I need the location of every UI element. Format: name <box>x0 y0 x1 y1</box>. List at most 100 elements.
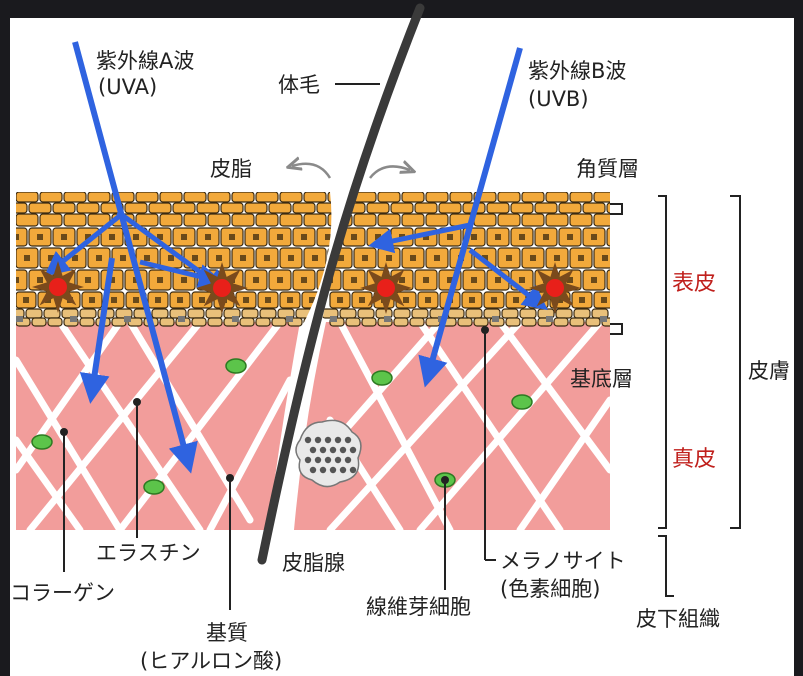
epidermis-cell <box>135 192 159 203</box>
epidermis-cell <box>465 308 483 319</box>
cell-nucleus <box>312 255 318 261</box>
cell-nucleus <box>288 255 294 261</box>
gland-cell <box>324 456 332 464</box>
cell-nucleus <box>519 277 525 283</box>
gland-cell <box>329 466 337 474</box>
epidermis-cell <box>582 202 606 214</box>
cell-nucleus <box>301 277 307 283</box>
epidermis-cell <box>279 192 303 203</box>
epidermis-cell <box>255 213 279 227</box>
epidermis-cell <box>361 317 377 327</box>
epidermis-cell <box>205 308 223 319</box>
epidermis-cell <box>569 192 593 203</box>
body-hair-label: 体毛 <box>278 73 320 97</box>
epidermis-cell <box>303 192 327 203</box>
epidermis-cell <box>569 213 593 227</box>
cell-nucleus <box>602 255 608 261</box>
epidermis-cell <box>327 213 332 227</box>
cell-nucleus <box>48 255 54 261</box>
cell-nucleus <box>491 297 497 303</box>
cell-nucleus <box>425 297 431 303</box>
cell-nucleus <box>243 297 249 303</box>
gland-cell <box>334 436 342 444</box>
uv-arrow-icon <box>468 248 548 311</box>
epidermis-cell <box>31 317 47 327</box>
epidermis-cell <box>271 317 287 327</box>
gland-cell <box>344 456 352 464</box>
cell-nucleus <box>471 234 477 240</box>
matrix-label: 基質 <box>206 621 248 645</box>
epidermis-cell <box>449 192 473 203</box>
epidermis-cell <box>585 317 601 327</box>
gland-cell <box>309 446 317 454</box>
epidermis-cell <box>377 192 401 203</box>
epidermis-cell <box>255 317 271 327</box>
cell-nucleus <box>253 234 259 240</box>
cell-nucleus <box>557 297 563 303</box>
cell-nucleus <box>506 255 512 261</box>
epidermis-cell <box>390 202 414 214</box>
cell-nucleus <box>85 277 91 283</box>
sebaceous-gland-label: 皮脂腺 <box>282 551 345 575</box>
cell-nucleus <box>403 297 409 303</box>
epidermis-cell <box>16 269 28 291</box>
epidermis-cell <box>111 317 127 327</box>
basal-cell <box>492 316 499 322</box>
gland-cell <box>339 466 347 474</box>
epidermis-cell <box>327 192 332 203</box>
cell-nucleus <box>277 277 283 283</box>
epidermis-cell <box>220 202 244 214</box>
cell-nucleus <box>253 277 259 283</box>
cell-nucleus <box>325 234 331 240</box>
epidermis-cell <box>79 317 95 327</box>
leader-lines <box>63 83 741 610</box>
cell-nucleus <box>351 277 357 283</box>
epidermis-cell <box>521 317 537 327</box>
epidermis-cell <box>425 192 449 203</box>
fibroblast-icon <box>225 358 247 374</box>
cell-nucleus <box>399 277 405 283</box>
uv-arrow-icon <box>72 41 198 474</box>
epidermis-cell <box>545 192 569 203</box>
epidermis-cell <box>521 192 545 203</box>
cell-nucleus <box>240 255 246 261</box>
epidermis-cell <box>411 308 429 319</box>
epidermis-cell <box>501 308 519 319</box>
gland-cell <box>309 466 317 474</box>
fibroblast-icon <box>511 394 533 410</box>
epidermis-cell <box>259 308 277 319</box>
gland-cell <box>304 436 312 444</box>
melanocyte-label: メラノサイト <box>500 549 626 573</box>
epidermis-cell <box>473 317 489 327</box>
cell-nucleus <box>359 297 365 303</box>
epidermis-cell <box>606 269 610 291</box>
gland-cell <box>349 466 357 474</box>
cell-nucleus <box>309 297 315 303</box>
epidermis-cell <box>255 192 279 203</box>
basal-layer-label: 基底層 <box>570 367 633 391</box>
cell-nucleus <box>24 255 30 261</box>
cell-nucleus <box>554 255 560 261</box>
epidermis-cell <box>135 213 159 227</box>
collagen-fiber <box>56 318 204 534</box>
epidermis-cell <box>16 308 25 319</box>
epidermis-cell <box>534 202 558 214</box>
epidermis-cell <box>401 192 425 203</box>
epidermis-cell <box>52 202 76 214</box>
epidermis-cell <box>573 308 591 319</box>
cell-nucleus <box>495 234 501 240</box>
cell-nucleus <box>109 234 115 240</box>
cell-nucleus <box>447 234 453 240</box>
epidermis-cell <box>76 202 100 214</box>
epidermis-cell <box>497 213 521 227</box>
epidermis-cell <box>241 308 259 319</box>
cell-nucleus <box>109 277 115 283</box>
cell-nucleus <box>482 255 488 261</box>
uva-label: 紫外線A波 <box>96 49 194 73</box>
epidermis-cell <box>593 192 610 203</box>
cell-nucleus <box>157 277 163 283</box>
epidermis-cell <box>473 213 497 227</box>
cell-nucleus <box>181 277 187 283</box>
epidermis-cell <box>279 213 303 227</box>
